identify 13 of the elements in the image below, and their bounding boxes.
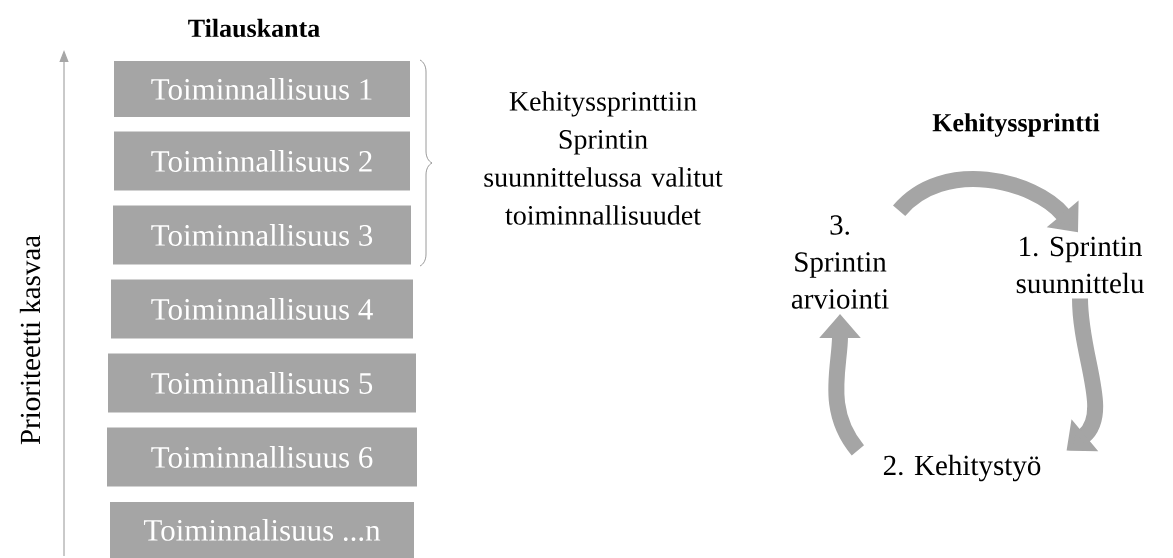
brace-note: Kehityssprinttiin Sprintin suunnittelussa valitut toiminnallisuudet [484,91,723,225]
feature-box: Toiminnallisuus 4 [111,279,413,339]
step-label: 3. Sprintin arviointi [791,215,889,309]
feature-box: Toiminnallisuus 3 [113,205,411,265]
feature-box: Toiminnallisuus 6 [107,427,417,487]
feature-box: Toiminnallisuus 1 [114,61,410,117]
step-label: 1. Sprintin suunnittelu [1016,236,1144,294]
feature-box: Toiminnallisuus 2 [114,131,410,191]
feature-box: Toiminnallisuus 5 [108,353,416,413]
step-label: 2. Kehitystyö [883,454,1041,482]
axis-label: Prioriteetti kasvaa [19,235,41,445]
heading: Kehityssprintti [932,113,1100,137]
feature-box: Toiminnalisuus ...n [110,502,414,558]
